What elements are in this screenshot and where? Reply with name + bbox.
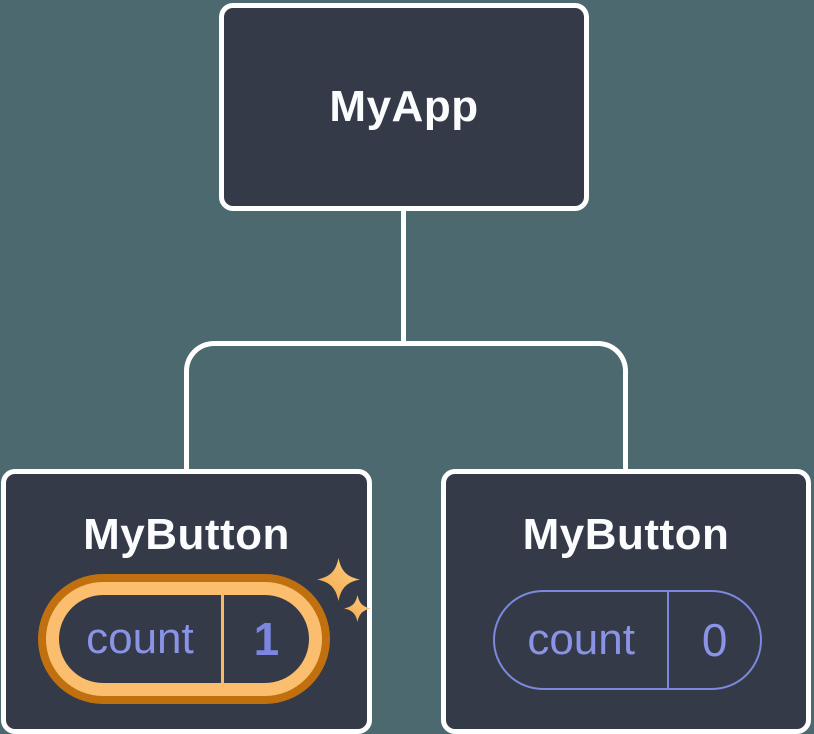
state-name-label: count bbox=[86, 614, 194, 663]
connector-stem bbox=[401, 210, 406, 344]
state-name-label: count bbox=[527, 615, 635, 664]
pill-divider bbox=[220, 595, 224, 683]
sparkle-icon bbox=[317, 558, 360, 601]
node-mybutton-2-label: MyButton bbox=[522, 510, 730, 559]
state-value: 0 bbox=[701, 614, 728, 666]
sparkle-icon bbox=[344, 595, 371, 622]
state-value: 1 bbox=[253, 613, 280, 665]
node-mybutton-1: MyButton count 1 bbox=[1, 469, 372, 734]
connector-branches bbox=[184, 341, 628, 471]
state-pill-highlight-inner-ring: count 1 bbox=[46, 582, 322, 696]
node-myapp-label: MyApp bbox=[329, 82, 479, 131]
pill-divider bbox=[667, 592, 670, 688]
state-pill-2: count 0 bbox=[493, 590, 762, 690]
node-myapp: MyApp bbox=[219, 3, 589, 211]
state-pill-1: count 1 bbox=[59, 595, 309, 683]
state-pill-highlight-ring: count 1 bbox=[38, 574, 330, 704]
node-mybutton-2: MyButton count 0 bbox=[441, 469, 811, 734]
node-mybutton-1-label: MyButton bbox=[83, 510, 290, 559]
